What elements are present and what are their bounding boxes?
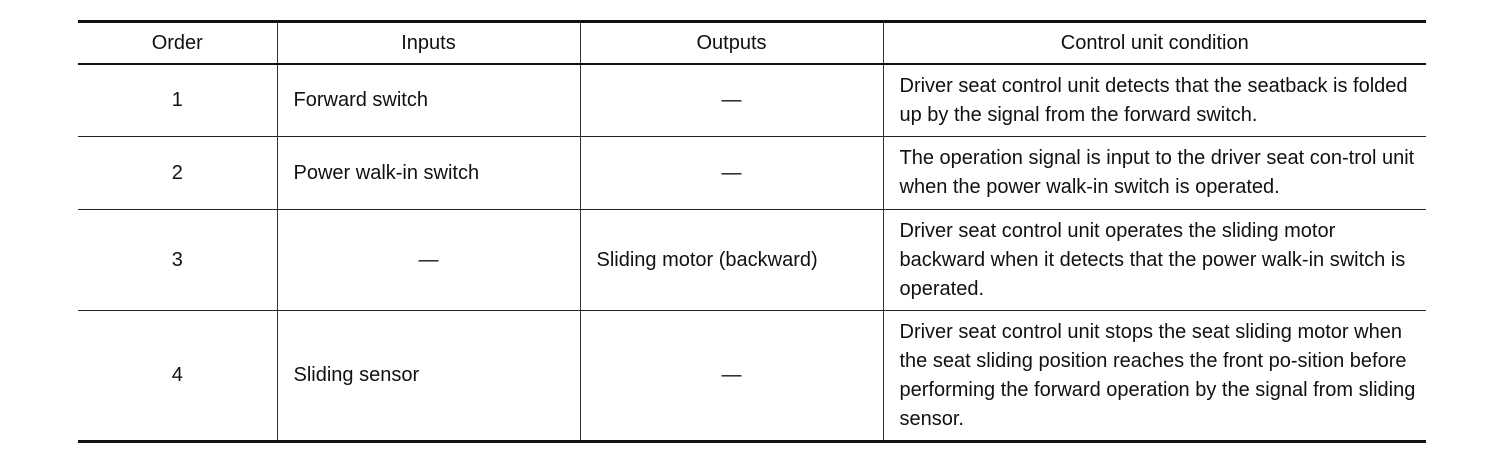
table-row: 4 Sliding sensor — Driver seat control u… [78, 310, 1426, 442]
table-row: 3 — Sliding motor (backward) Driver seat… [78, 209, 1426, 311]
table-row: 2 Power walk-in switch — The operation s… [78, 136, 1426, 210]
condition-cell: Driver seat control unit detects that th… [882, 64, 1426, 137]
inputs-cell: — [276, 209, 580, 311]
header-order: Order [151, 31, 203, 54]
operation-sequence-table: Order Inputs Outputs Control unit condit… [78, 20, 1426, 443]
order-cell: 1 [171, 89, 183, 111]
inputs-cell: Sliding sensor [276, 310, 580, 442]
order-cell: 3 [171, 248, 183, 271]
outputs-cell: Sliding motor (backward) [579, 209, 883, 311]
table-header: Order Inputs Outputs Control unit condit… [78, 21, 1426, 64]
header-inputs: Inputs [276, 21, 580, 64]
condition-cell: The operation signal is input to the dri… [882, 136, 1426, 210]
table-row: 1 Forward switch — Driver seat control u… [78, 64, 1426, 137]
header-condition: Control unit condition [882, 21, 1426, 64]
inputs-cell: Forward switch [276, 64, 580, 137]
inputs-cell: Power walk-in switch [276, 136, 580, 210]
table-body: 1 Forward switch — Driver seat control u… [78, 64, 1426, 442]
header-row: Order Inputs Outputs Control unit condit… [78, 21, 1426, 64]
order-cell: 4 [171, 364, 183, 386]
header-outputs: Outputs [579, 21, 883, 64]
outputs-cell: — [579, 64, 883, 137]
order-cell: 2 [171, 161, 183, 184]
condition-cell: Driver seat control unit operates the sl… [882, 209, 1426, 311]
condition-cell: Driver seat control unit stops the seat … [882, 310, 1426, 442]
outputs-cell: — [579, 136, 883, 210]
outputs-cell: — [579, 310, 883, 442]
